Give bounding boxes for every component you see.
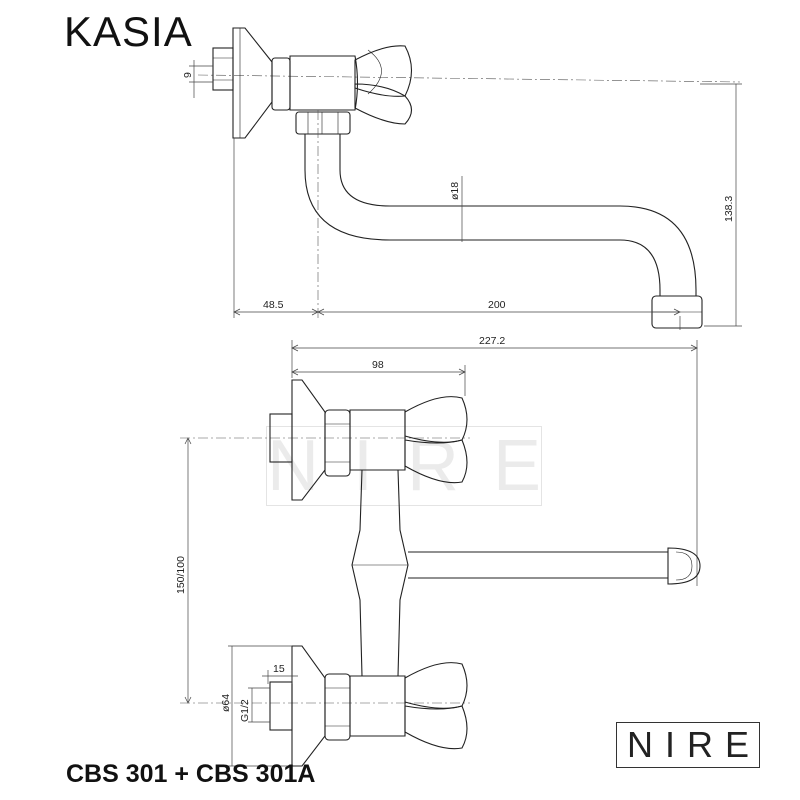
dim-rosette-d64: ø64: [220, 694, 232, 712]
dim-total-227-2: 227.2: [479, 335, 505, 347]
dim-depth-15: 15: [273, 663, 285, 675]
dim-spout-200: 200: [488, 299, 506, 311]
dim-thread-9: 9: [182, 72, 194, 78]
dim-spacing-150-100: 150/100: [175, 556, 187, 594]
dim-offset-48-5: 48.5: [263, 299, 284, 311]
dim-width-98: 98: [372, 359, 384, 371]
watermark: NIRE: [266, 426, 576, 506]
model-label: CBS 301 + CBS 301A: [66, 760, 316, 788]
dim-thread-g1-2: G1/2: [239, 699, 251, 722]
front-view: 227.2 98: [175, 335, 701, 767]
dim-pipe-d18: ø18: [449, 182, 461, 200]
side-view: 9 ø18 138.3 48.5 200: [182, 27, 742, 330]
brand-logo: NIRE: [616, 722, 760, 768]
dim-height-138-3: 138.3: [723, 196, 735, 222]
product-title: KASIA: [64, 8, 193, 55]
